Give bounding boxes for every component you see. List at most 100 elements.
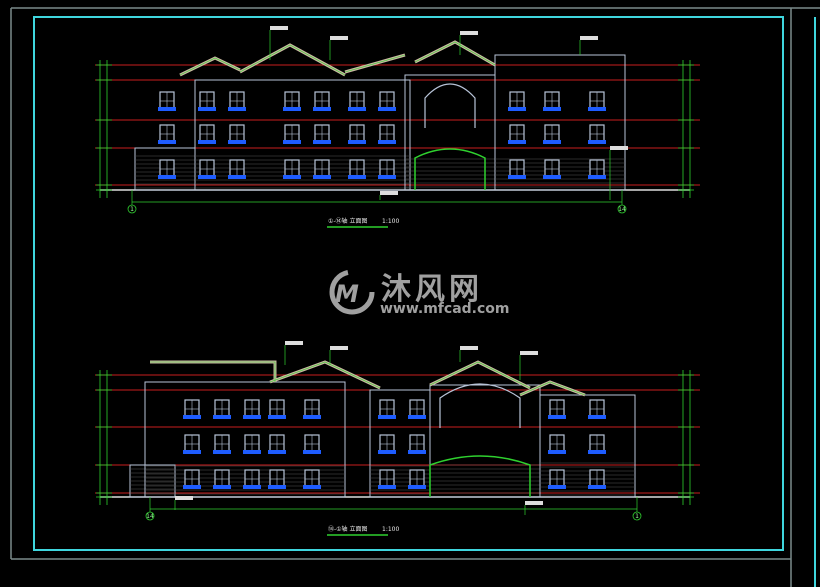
window-sill [588, 450, 606, 454]
window-sill [313, 140, 331, 144]
building-wall [194, 79, 411, 191]
building-wall [429, 384, 541, 498]
window-sill [378, 485, 396, 489]
axis-bubble [632, 511, 642, 521]
watermark: M 沐风网 www.mfcad.com [329, 269, 510, 317]
annotation-label [270, 26, 288, 30]
window-sill [268, 450, 286, 454]
axis-label: 14 [618, 206, 626, 213]
window-sill [378, 175, 396, 179]
window-sill [348, 175, 366, 179]
window-sill [213, 415, 231, 419]
annotation-label [460, 31, 478, 35]
arched-entrance [429, 455, 531, 497]
roof-outline [519, 381, 586, 396]
mfcad-logo-icon: M [329, 269, 375, 315]
annotation-label [330, 36, 348, 40]
window-sill [548, 450, 566, 454]
svg-text:M: M [335, 280, 359, 308]
window-sill [243, 485, 261, 489]
roof-outline [344, 54, 406, 73]
window-sill [213, 450, 231, 454]
drawing-frame [10, 7, 820, 587]
axis-bubble [145, 511, 155, 521]
window-sill [303, 415, 321, 419]
window-sill [313, 107, 331, 111]
window-sill [198, 107, 216, 111]
elevation-title-text: ①-⑭轴 立面图 [328, 217, 367, 225]
annotation-label [285, 341, 303, 345]
arched-entrance [414, 148, 486, 190]
building-wall [144, 381, 346, 498]
elevation-1-14: 1 14 [95, 26, 700, 214]
building-wall [494, 54, 626, 191]
annotation-label [380, 191, 398, 195]
roof-outline [239, 44, 346, 76]
axis-label: 1 [130, 206, 134, 213]
window-sill [183, 485, 201, 489]
window-sill [588, 175, 606, 179]
window-sill [548, 415, 566, 419]
window-sill [378, 415, 396, 419]
window-sill [408, 415, 426, 419]
window-sill [508, 175, 526, 179]
axis-bubble [127, 204, 137, 214]
elevation-14-1: 14 1 [95, 341, 700, 521]
building-wall [404, 74, 496, 191]
window-sill [303, 485, 321, 489]
roof-outline [429, 361, 531, 389]
axis-label: 1 [635, 513, 639, 520]
elevation-title-1: ①-⑭轴 立面图 1:100 [327, 217, 399, 228]
window-sill [243, 450, 261, 454]
annotation-label [330, 346, 348, 350]
window-sill [183, 415, 201, 419]
window-sill [543, 140, 561, 144]
window-sill [548, 485, 566, 489]
window-sill [313, 175, 331, 179]
window-sill [348, 107, 366, 111]
building-wall [539, 394, 636, 498]
elevation-scale: 1:100 [382, 526, 399, 533]
axis-label: 14 [146, 513, 154, 520]
roof [414, 40, 496, 67]
roof [150, 360, 277, 382]
window-sill [213, 485, 231, 489]
window-sill [543, 107, 561, 111]
window-sill [303, 450, 321, 454]
arched-window [439, 383, 521, 428]
window-sill [158, 140, 176, 144]
roof-outline [150, 361, 276, 382]
annotation-label [175, 496, 193, 500]
annotation-label [580, 36, 598, 40]
window-sill [228, 140, 246, 144]
window-sill [508, 107, 526, 111]
window-sill [378, 107, 396, 111]
elevation-title-text: ⑭-①轴 立面图 [328, 525, 367, 533]
roof [519, 380, 586, 397]
roof-outline [414, 41, 496, 66]
window-sill [268, 415, 286, 419]
window-sill [508, 140, 526, 144]
roof [239, 43, 346, 77]
window-sill [183, 450, 201, 454]
annotation-label [520, 351, 538, 355]
elevation-scale: 1:100 [382, 218, 399, 225]
axis-bubble [617, 204, 627, 214]
window-sill [158, 107, 176, 111]
roof-outline [179, 57, 241, 76]
arched-window [424, 83, 476, 128]
window-sill [198, 140, 216, 144]
window-sill [378, 450, 396, 454]
window-sill [243, 415, 261, 419]
roof-outline [269, 361, 381, 389]
watermark-url: www.mfcad.com [380, 301, 510, 317]
annotation-label [460, 346, 478, 350]
window-sill [588, 485, 606, 489]
window-sill [588, 140, 606, 144]
window-sill [588, 107, 606, 111]
window-sill [283, 107, 301, 111]
window-sill [408, 450, 426, 454]
window-sill [378, 140, 396, 144]
window-sill [283, 140, 301, 144]
